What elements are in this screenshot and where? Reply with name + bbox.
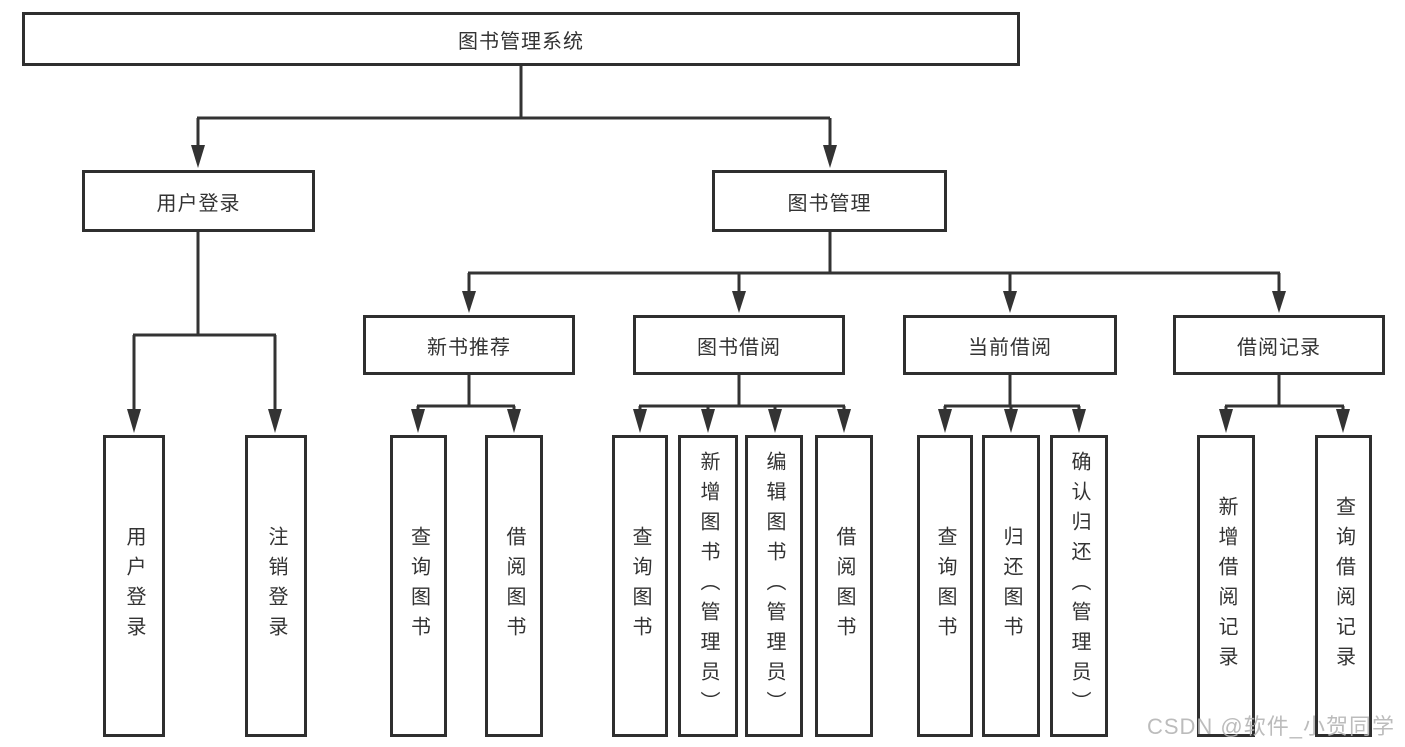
leaf-query-borrow-record: 查询借阅记录 <box>1315 435 1372 737</box>
leaf-borrow-books-label: 借阅图书 <box>833 526 855 646</box>
node-user-login: 用户登录 <box>82 170 315 232</box>
node-new-book-recommend-label: 新书推荐 <box>427 336 511 359</box>
leaf-query-borrow-record-label: 查询借阅记录 <box>1332 496 1355 676</box>
leaf-edit-books-admin-label: 编辑图书（管理员） <box>763 451 785 721</box>
leaf-confirm-return-admin: 确认归还（管理员） <box>1050 435 1108 737</box>
leaf-borrow-books-rec-label: 借阅图书 <box>503 526 525 646</box>
node-book-borrow: 图书借阅 <box>633 315 845 375</box>
node-root-label: 图书管理系统 <box>458 30 584 53</box>
leaf-logout: 注销登录 <box>245 435 307 737</box>
leaf-edit-books-admin: 编辑图书（管理员） <box>745 435 803 737</box>
node-current-borrow-label: 当前借阅 <box>968 336 1052 359</box>
leaf-confirm-return-admin-label: 确认归还（管理员） <box>1068 451 1090 721</box>
leaf-query-books-current-label: 查询图书 <box>934 526 956 646</box>
leaf-logout-label: 注销登录 <box>265 526 287 646</box>
leaf-add-books-admin-label: 新增图书（管理员） <box>697 451 719 721</box>
leaf-query-books-current: 查询图书 <box>917 435 973 737</box>
leaf-query-books-rec: 查询图书 <box>390 435 447 737</box>
node-book-management: 图书管理 <box>712 170 947 232</box>
arrowheads <box>127 145 1350 433</box>
leaf-add-books-admin: 新增图书（管理员） <box>678 435 738 737</box>
node-root-system: 图书管理系统 <box>22 12 1020 66</box>
leaf-user-login-label: 用户登录 <box>123 526 145 646</box>
leaf-add-borrow-record-label: 新增借阅记录 <box>1215 496 1237 676</box>
leaf-query-books-borrow: 查询图书 <box>612 435 668 737</box>
leaf-borrow-books: 借阅图书 <box>815 435 873 737</box>
node-current-borrow: 当前借阅 <box>903 315 1117 375</box>
leaf-query-books-rec-label: 查询图书 <box>407 526 430 646</box>
node-user-login-label: 用户登录 <box>156 192 241 215</box>
leaf-borrow-books-rec: 借阅图书 <box>485 435 543 737</box>
leaf-return-books: 归还图书 <box>982 435 1040 737</box>
node-book-management-label: 图书管理 <box>787 192 872 215</box>
csdn-watermark: CSDN @软件_小贺同学 <box>1146 714 1395 739</box>
node-new-book-recommend: 新书推荐 <box>363 315 575 375</box>
leaf-return-books-label: 归还图书 <box>1000 526 1022 646</box>
leaf-add-borrow-record: 新增借阅记录 <box>1197 435 1255 737</box>
node-borrow-records: 借阅记录 <box>1173 315 1385 375</box>
leaf-user-login: 用户登录 <box>103 435 165 737</box>
node-borrow-records-label: 借阅记录 <box>1237 336 1321 359</box>
leaf-query-books-borrow-label: 查询图书 <box>629 526 651 646</box>
node-book-borrow-label: 图书借阅 <box>697 336 781 359</box>
